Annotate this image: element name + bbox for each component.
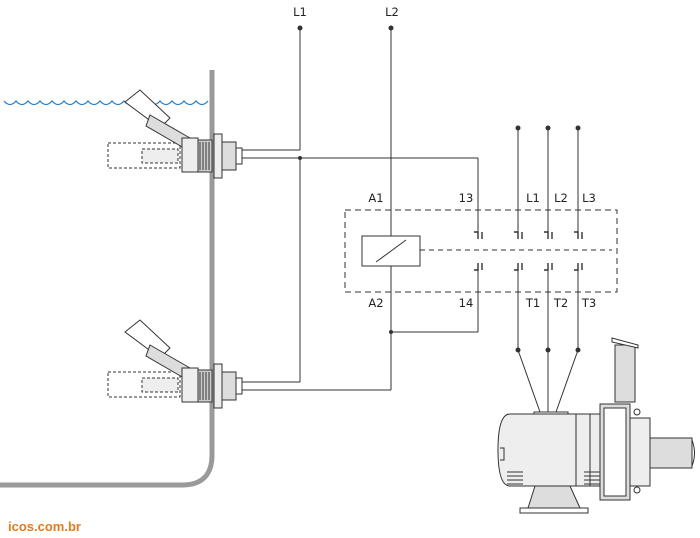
label-phase-out-t1: T1 [525, 296, 540, 310]
watermark: icos.com.br [8, 519, 81, 534]
contactor-enclosure [344, 209, 618, 293]
contactor-coil [361, 235, 421, 267]
motor-body [497, 413, 601, 487]
label-aux-13: 13 [459, 191, 474, 205]
label-phase-out-t3: T3 [581, 296, 596, 310]
motor-foot [527, 485, 581, 509]
label-phase-in-l1: L1 [526, 191, 540, 205]
label-supply-l2: L2 [385, 5, 399, 19]
suction-pipe [649, 437, 693, 469]
motor-pump [497, 337, 695, 514]
discharge-pipe [614, 344, 636, 403]
label-phase-out-t2: T2 [553, 296, 568, 310]
label-coil-a2: A2 [368, 296, 383, 310]
label-coil-a1: A1 [368, 191, 383, 205]
water-surface [3, 100, 209, 106]
contactor-contacts [474, 231, 583, 271]
lower-float-switch [107, 319, 243, 409]
label-supply-l1: L1 [293, 5, 307, 19]
contactor [344, 209, 618, 293]
tank-wall [0, 70, 215, 488]
label-phase-in-l3: L3 [582, 191, 596, 205]
control-wiring [242, 28, 579, 413]
wire-junctions [297, 25, 581, 353]
label-phase-in-l2: L2 [554, 191, 568, 205]
upper-float-switch [107, 89, 243, 179]
label-aux-14: 14 [459, 296, 474, 310]
